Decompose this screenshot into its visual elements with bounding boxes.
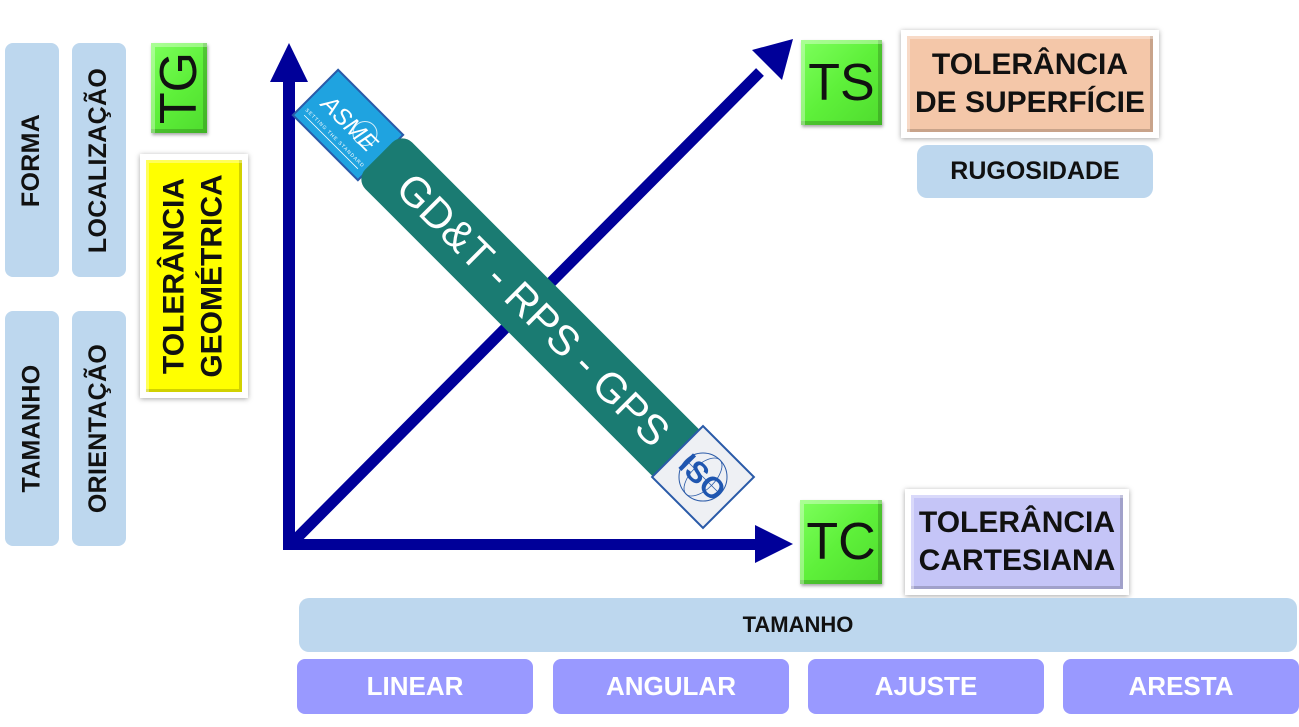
iso-logo: ISO [650,424,756,530]
size-item-linear-label: LINEAR [366,671,464,701]
category-forma: FORMA [5,43,59,277]
cartesian-tolerance-fill: TOLERÂNCIA CARTESIANA [911,495,1123,589]
tc-badge: TC [800,500,882,584]
geometric-tolerance-fill: TOLERÂNCIA GEOMÉTRICA [146,160,242,392]
size-item-linear: LINEAR [297,659,533,714]
gdt-band: GD&T - RPS - GPS [361,138,705,482]
vertical-axis-head [270,43,308,82]
size-item-ajuste-label: AJUSTE [874,671,978,701]
surface-title-line1: TOLERÂNCIA [931,48,1129,81]
cartesian-title-line2: CARTESIANA [918,544,1116,577]
surface-tolerance-box: TOLERÂNCIA DE SUPERFÍCIE [901,30,1159,138]
roughness-pill: RUGOSIDADE [917,145,1153,198]
surface-tolerance-fill: TOLERÂNCIA DE SUPERFÍCIE [907,36,1153,132]
ts-badge: TS [801,40,882,125]
horizontal-axis-shaft [283,539,758,550]
cartesian-title-line1: TOLERÂNCIA [918,506,1116,539]
cartesian-tolerance-box: TOLERÂNCIA CARTESIANA [905,489,1129,595]
iso-globe-equator [685,459,721,495]
gdt-band-bg [361,138,705,482]
asme-globe-icon [352,120,378,146]
size-item-angular: ANGULAR [553,659,789,714]
category-orientacao: ORIENTAÇÃO [72,311,126,546]
ts-badge-label: TS [808,53,875,112]
size-item-aresta-label: ARESTA [1128,671,1234,701]
category-localizacao: LOCALIZAÇÃO [72,43,126,277]
size-item-aresta: ARESTA [1063,659,1299,714]
size-item-angular-label: ANGULAR [606,671,736,701]
size-header-bar: TAMANHO [299,598,1297,652]
gdt-band-label: GD&T - RPS - GPS [387,164,679,456]
vertical-axis-shaft [283,75,295,550]
asme-underline [303,114,359,170]
tg-badge: TG [150,43,208,133]
size-item-ajuste: AJUSTE [808,659,1044,714]
category-tamanho: TAMANHO [5,311,59,546]
geometric-tolerance-box: TOLERÂNCIA GEOMÉTRICA [140,154,248,398]
horizontal-axis-arrow [283,525,793,563]
vertical-axis-arrow [270,43,308,550]
diagonal-arrow-head [752,39,793,80]
surface-title-line2: DE SUPERFÍCIE [914,86,1146,119]
horizontal-axis-head [755,525,793,563]
tc-badge-label: TC [806,513,876,571]
size-header-label: TAMANHO [742,612,854,637]
roughness-label: RUGOSIDADE [950,157,1120,185]
